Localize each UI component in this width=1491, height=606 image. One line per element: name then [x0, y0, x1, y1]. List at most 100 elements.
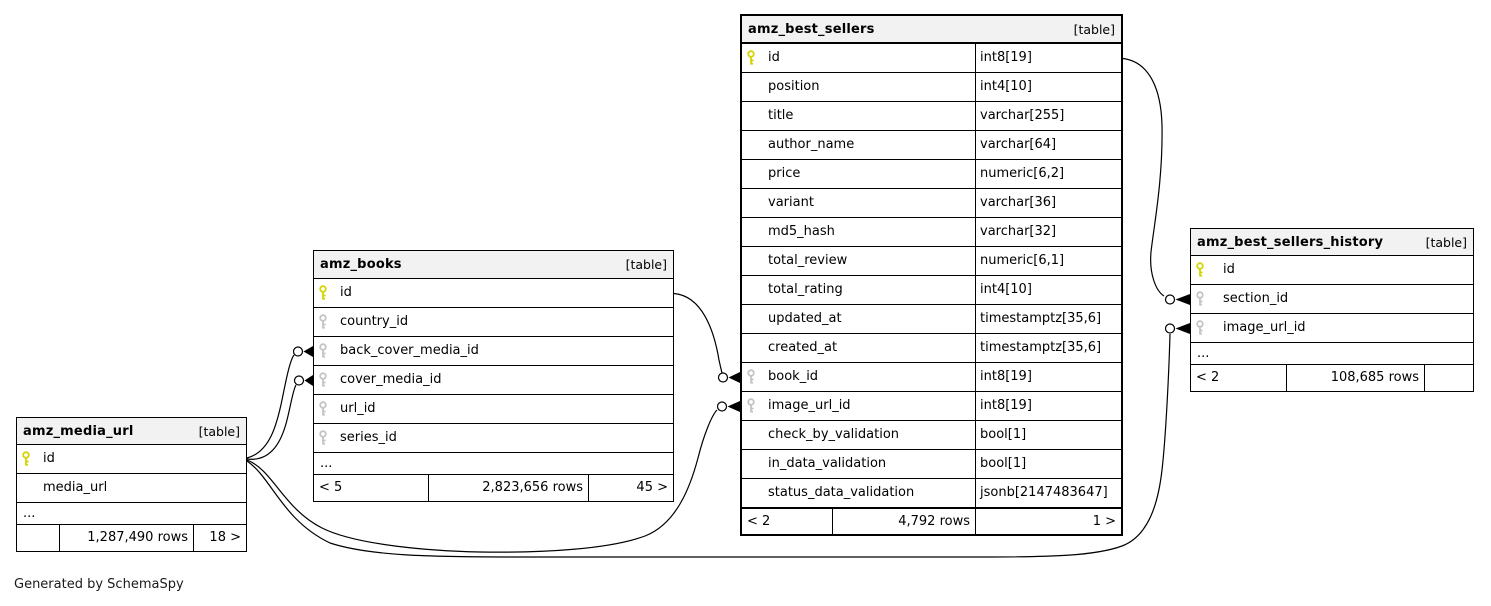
foreign-key-icon	[1191, 314, 1209, 342]
column-type: bool[1]	[975, 421, 1121, 449]
no-key-spacer	[742, 247, 760, 275]
table-header[interactable]: amz_best_sellers [table]	[742, 16, 1121, 44]
table-amz-best-sellers-history[interactable]: amz_best_sellers_history [table] id sect…	[1190, 228, 1474, 392]
column-name: image_url_id	[768, 398, 851, 413]
column-row-url-id[interactable]: url_id	[314, 395, 673, 424]
column-type: varchar[64]	[975, 131, 1121, 159]
column-row-author-name[interactable]: author_name varchar[64]	[742, 131, 1121, 160]
column-row-image-url-id[interactable]: image_url_id int8[19]	[742, 392, 1121, 421]
column-row-id[interactable]: id	[1191, 256, 1473, 285]
column-row-image-url-id[interactable]: image_url_id	[1191, 314, 1473, 343]
column-type: numeric[6,1]	[975, 247, 1121, 275]
column-name: cover_media_id	[340, 372, 442, 387]
column-name: price	[768, 166, 801, 181]
more-columns-ellipsis: ...	[17, 503, 246, 525]
table-tag: [table]	[625, 257, 667, 272]
column-row-book-id[interactable]: book_id int8[19]	[742, 363, 1121, 392]
column-row-title[interactable]: title varchar[255]	[742, 102, 1121, 131]
column-name: id	[768, 50, 780, 65]
edge-arrowhead	[728, 372, 740, 383]
column-row-updated-at[interactable]: updated_at timestamptz[35,6]	[742, 305, 1121, 334]
column-row-md5-hash[interactable]: md5_hash varchar[32]	[742, 218, 1121, 247]
table-name[interactable]: amz_media_url	[23, 423, 134, 439]
pager-prev[interactable]: < 2	[1196, 370, 1220, 385]
no-key-spacer	[742, 131, 760, 159]
column-name: total_rating	[768, 282, 843, 297]
column-row-section-id[interactable]: section_id	[1191, 285, 1473, 314]
no-key-spacer	[742, 305, 760, 333]
row-count: 1,287,490 rows	[59, 525, 193, 551]
primary-key-icon	[17, 445, 35, 473]
pager-next[interactable]: 45 >	[588, 475, 673, 501]
column-name: position	[768, 79, 820, 94]
column-row-id[interactable]: id	[17, 445, 246, 474]
pager-prev[interactable]: < 2	[747, 514, 771, 529]
column-row-cover-media-id[interactable]: cover_media_id	[314, 366, 673, 395]
column-type: int4[10]	[975, 276, 1121, 304]
column-row-check-by-validation[interactable]: check_by_validation bool[1]	[742, 421, 1121, 450]
table-amz-books[interactable]: amz_books [table] id country_id back_cov…	[313, 250, 674, 502]
column-row-price[interactable]: price numeric[6,2]	[742, 160, 1121, 189]
column-name: url_id	[340, 401, 376, 416]
column-name: title	[768, 108, 794, 123]
no-key-spacer	[742, 73, 760, 101]
column-row-total-rating[interactable]: total_rating int4[10]	[742, 276, 1121, 305]
column-row-created-at[interactable]: created_at timestamptz[35,6]	[742, 334, 1121, 363]
primary-key-icon	[742, 44, 760, 72]
column-row-position[interactable]: position int4[10]	[742, 73, 1121, 102]
no-key-spacer	[742, 450, 760, 478]
foreign-key-icon	[314, 424, 332, 452]
table-header[interactable]: amz_best_sellers_history [table]	[1191, 229, 1473, 256]
edge-mediaurl-id-to-books-cover	[246, 384, 297, 460]
table-header[interactable]: amz_books [table]	[314, 251, 673, 279]
table-amz-best-sellers[interactable]: amz_best_sellers [table] id int8[19] pos…	[740, 14, 1123, 536]
column-row-id[interactable]: id	[314, 279, 673, 308]
column-name: variant	[768, 195, 814, 210]
edge-arrowhead	[304, 375, 313, 386]
column-name: media_url	[43, 480, 108, 495]
column-row-series-id[interactable]: series_id	[314, 424, 673, 453]
foreign-key-icon	[314, 366, 332, 394]
column-row-in-data-validation[interactable]: in_data_validation bool[1]	[742, 450, 1121, 479]
no-key-spacer	[742, 334, 760, 362]
no-key-spacer	[17, 474, 35, 502]
column-type: timestamptz[35,6]	[975, 305, 1121, 333]
foreign-key-icon	[314, 308, 332, 336]
edge-endpoint-circle	[292, 346, 304, 357]
pager-next[interactable]	[1424, 365, 1473, 391]
foreign-key-icon	[314, 395, 332, 423]
edge-mediaurl-id-to-books-back-cover	[246, 354, 295, 459]
table-name[interactable]: amz_best_sellers_history	[1197, 234, 1384, 250]
column-row-country-id[interactable]: country_id	[314, 308, 673, 337]
column-row-media-url[interactable]: media_url	[17, 474, 246, 503]
column-name: md5_hash	[768, 224, 835, 239]
table-tag: [table]	[1425, 234, 1467, 250]
table-footer: < 5 2,823,656 rows 45 >	[314, 475, 673, 501]
column-row-status-data-validation[interactable]: status_data_validation jsonb[2147483647]	[742, 479, 1121, 508]
column-row-id[interactable]: id int8[19]	[742, 44, 1121, 73]
edge-books-id-to-bestsellers-book-id	[673, 292, 723, 374]
table-amz-media-url[interactable]: amz_media_url [table] id media_url ... 1…	[16, 417, 247, 552]
column-type: int8[19]	[975, 363, 1121, 391]
foreign-key-icon	[314, 337, 332, 365]
table-name[interactable]: amz_best_sellers	[748, 21, 875, 37]
column-name: in_data_validation	[768, 456, 887, 471]
pager-prev[interactable]: < 5	[319, 480, 343, 495]
pager-next[interactable]: 18 >	[193, 525, 246, 551]
column-row-total-review[interactable]: total_review numeric[6,1]	[742, 247, 1121, 276]
pager-next[interactable]: 1 >	[975, 509, 1121, 534]
table-header[interactable]: amz_media_url [table]	[17, 418, 246, 445]
table-footer: 1,287,490 rows 18 >	[17, 525, 246, 551]
column-row-variant[interactable]: variant varchar[36]	[742, 189, 1121, 218]
column-name: back_cover_media_id	[340, 343, 479, 358]
pager-prev[interactable]	[17, 525, 59, 551]
column-row-back-cover-media-id[interactable]: back_cover_media_id	[314, 337, 673, 366]
table-name[interactable]: amz_books	[320, 257, 402, 272]
table-tag: [table]	[1073, 21, 1115, 37]
column-name: country_id	[340, 314, 409, 329]
edge-endpoint-circle	[716, 401, 728, 412]
edge-arrowhead	[727, 401, 740, 412]
table-tag: [table]	[198, 423, 240, 439]
column-name: author_name	[768, 137, 855, 152]
more-columns-ellipsis: ...	[314, 453, 673, 475]
